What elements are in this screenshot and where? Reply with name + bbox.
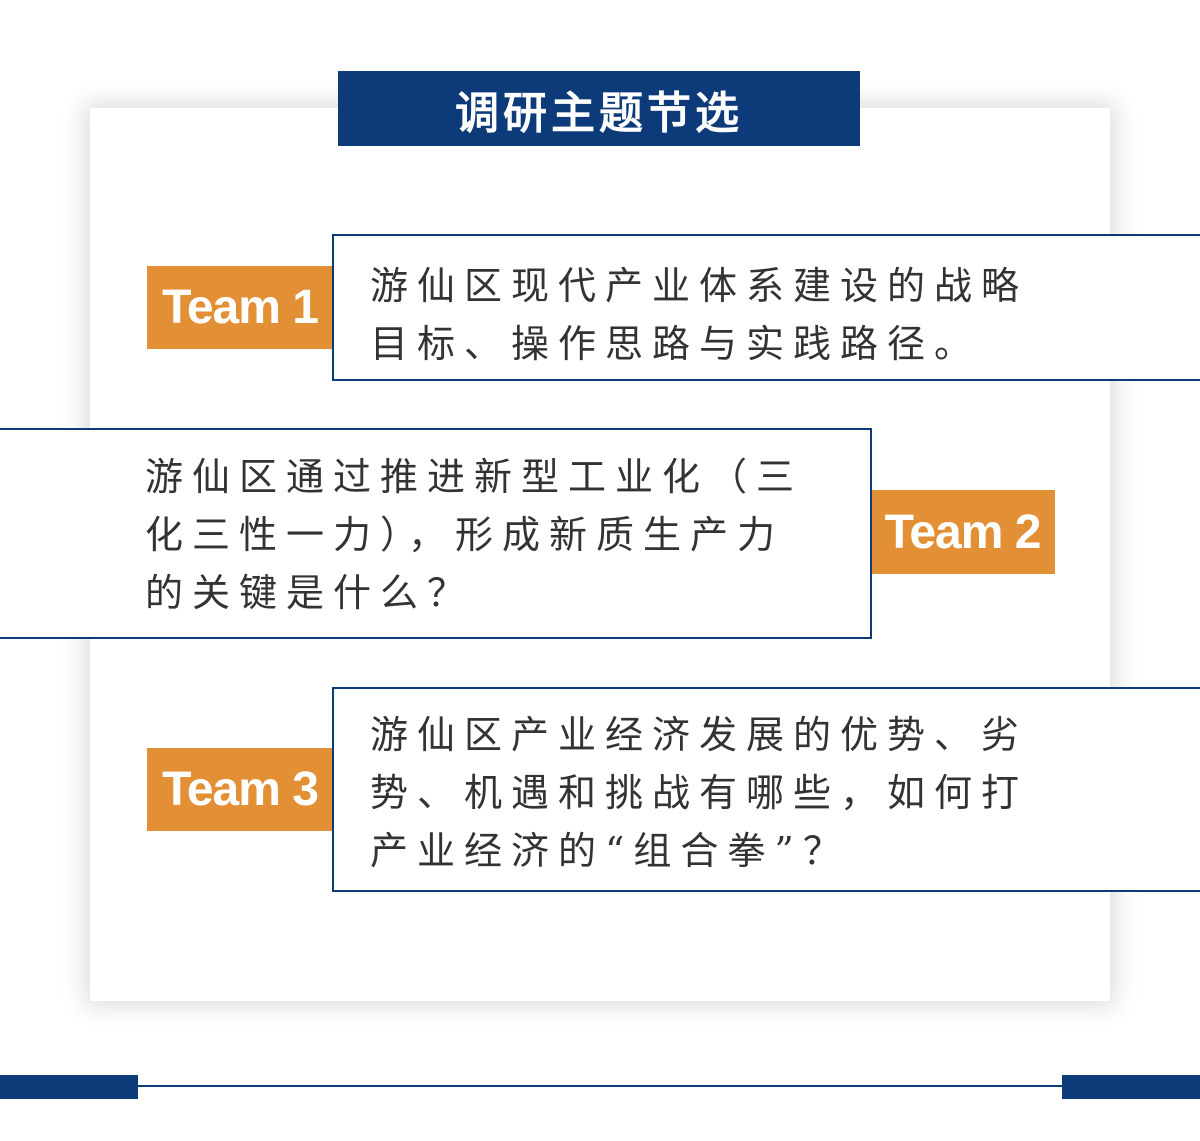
- footer-divider: [138, 1085, 1062, 1087]
- team-2-topic-text: 游仙区通过推进新型工业化（三 化三性一力），形成新质生产力 的关键是什么？: [145, 455, 804, 615]
- team-3-topic-text: 游仙区产业经济发展的优势、劣 势、机遇和挑战有哪些，如何打 产业经济的“组合拳”…: [370, 713, 1029, 873]
- footer-left-block: [0, 1075, 138, 1099]
- team-2-topic-box: 游仙区通过推进新型工业化（三 化三性一力），形成新质生产力 的关键是什么？: [0, 428, 872, 639]
- page-title: 调研主题节选: [338, 71, 860, 146]
- team-2-tag: Team 2: [870, 490, 1055, 574]
- team-1-tag: Team 1: [147, 266, 333, 349]
- team-1-topic-box: 游仙区现代产业体系建设的战略 目标、操作思路与实践路径。: [332, 234, 1200, 381]
- team-3-tag: Team 3: [147, 748, 333, 831]
- team-1-topic-text: 游仙区现代产业体系建设的战略 目标、操作思路与实践路径。: [370, 264, 1029, 366]
- footer-right-block: [1062, 1075, 1200, 1099]
- team-3-topic-box: 游仙区产业经济发展的优势、劣 势、机遇和挑战有哪些，如何打 产业经济的“组合拳”…: [332, 687, 1200, 892]
